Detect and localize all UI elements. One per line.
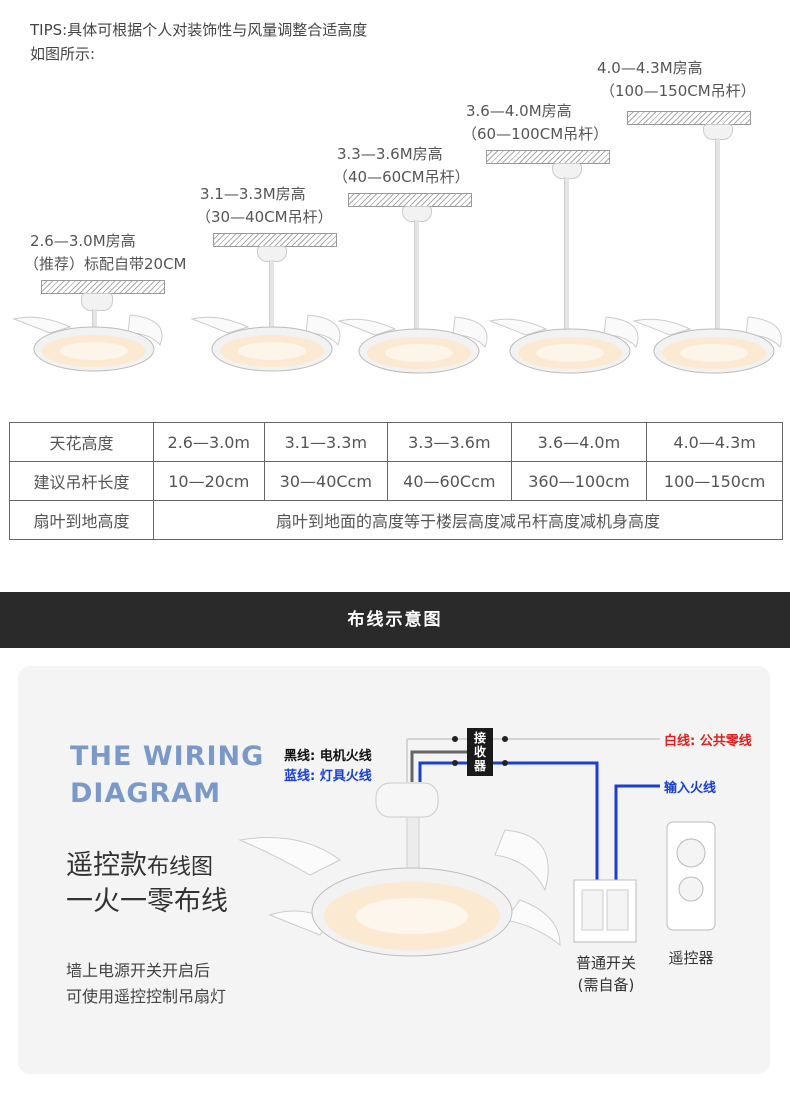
wiring-note-line1: 墙上电源开关开启后 xyxy=(66,961,211,980)
section-banner: 布线示意图 xyxy=(0,592,790,648)
wiring-note-line2: 可使用遥控控制吊扇灯 xyxy=(66,987,227,1006)
fan4-ceiling xyxy=(486,150,610,164)
fan1-height-label: 2.6—3.0M房高 xyxy=(30,232,136,250)
table-cell: 3.3—3.6m xyxy=(387,422,512,462)
wiring-title-line2: DIAGRAM xyxy=(70,778,222,809)
fan4-rod-label: （60—100CM吊杆） xyxy=(462,125,609,143)
table-cell: 360—100cm xyxy=(510,461,648,501)
fan4-height-label: 3.6—4.0M房高 xyxy=(466,102,572,120)
fan3-rod-label: （40—60CM吊杆） xyxy=(333,168,470,186)
blue-wire-to-switch xyxy=(493,761,599,880)
fan5-body xyxy=(632,316,782,374)
remote-wiring-heading: 遥控款布线图 xyxy=(66,848,213,886)
fan-canopy xyxy=(375,782,439,818)
fan-blade-left xyxy=(238,837,341,876)
blue-wire-label: 蓝线: 灯具火线 xyxy=(284,769,372,784)
tips-line2: 如图所示: xyxy=(30,45,96,63)
black-wire-label: 黑线: 电机火线 xyxy=(284,749,372,764)
fan2-rod xyxy=(269,260,274,330)
table-cell: 30—40Ccm xyxy=(263,461,389,501)
fan5-rod-label: （100—150CM吊杆） xyxy=(600,82,756,100)
input-wire-label: 输入火线 xyxy=(664,781,717,796)
fan1-rod-label: （推荐）标配自带20CM xyxy=(24,255,187,273)
receiver-label: 接收器 xyxy=(473,731,486,773)
fan-blade-right xyxy=(494,829,549,892)
input-live-wire xyxy=(614,784,660,880)
fan3-rod xyxy=(414,220,419,332)
remote-wiring-heading-b: 布线图 xyxy=(147,855,214,880)
tips-text: TIPS:具体可根据个人对装饰性与风量调整合适高度 如图所示: xyxy=(30,18,367,66)
fan3-body xyxy=(337,316,488,374)
remote-control xyxy=(666,821,716,931)
fan2-height-label: 3.1—3.3M房高 xyxy=(200,185,306,203)
fan1-mount xyxy=(81,293,113,311)
tips-line1: TIPS:具体可根据个人对装饰性与风量调整合适高度 xyxy=(30,21,368,39)
fan4-rod xyxy=(564,177,569,332)
remote-wiring-heading-a: 遥控款 xyxy=(66,850,147,881)
fan1-rod xyxy=(92,309,97,329)
fan-downrod xyxy=(406,816,420,870)
table-row: 扇叶到地高度 扇叶到地面的高度等于楼层高度减吊杆高度减机身高度 xyxy=(9,500,783,540)
fan2-rod-label: （30—40CM吊杆） xyxy=(196,208,333,226)
blue-light-wire-left xyxy=(418,761,467,782)
table-header-cell: 天花高度 xyxy=(9,422,154,462)
remote-label: 遥控器 xyxy=(668,949,714,967)
fan1-body xyxy=(12,314,163,372)
wiring-diagram-title: THE WIRING DIAGRAM xyxy=(70,738,264,812)
fan3-height-label: 3.3—3.6M房高 xyxy=(337,145,443,163)
wiring-title-line1: THE WIRING xyxy=(70,741,265,772)
receiver-box xyxy=(467,728,493,776)
fan4-body xyxy=(488,316,639,374)
white-wire-label: 白线: 公共零线 xyxy=(664,734,752,749)
spec-table: 天花高度 2.6—3.0m 3.1—3.3m 3.3—3.6m 3.6—4.0m… xyxy=(9,422,783,540)
table-merged-cell: 扇叶到地面的高度等于楼层高度减吊杆高度减机身高度 xyxy=(153,500,783,540)
table-cell: 4.0—4.3m xyxy=(646,422,783,462)
fan5-ceiling xyxy=(627,111,751,125)
table-cell: 2.6—3.0m xyxy=(153,422,265,462)
fan5-rod xyxy=(715,138,720,332)
table-header-cell: 扇叶到地高度 xyxy=(9,500,154,540)
fan5-height-label: 4.0—4.3M房高 xyxy=(597,59,703,77)
table-cell: 100—150cm xyxy=(646,461,783,501)
wiring-note: 墙上电源开关开启后 可使用遥控控制吊扇灯 xyxy=(66,958,226,1010)
table-cell: 10—20cm xyxy=(153,461,265,501)
switch-label-line1: 普通开关 xyxy=(575,954,636,972)
switch-label-line2: (需自备) xyxy=(577,976,635,994)
black-motor-wire xyxy=(410,750,467,782)
fan2-body xyxy=(190,314,341,372)
fan-blade-right2 xyxy=(504,899,561,947)
wiring-type-heading: 一火一零布线 xyxy=(66,886,228,917)
switch-label: 普通开关 (需自备) xyxy=(566,952,646,996)
